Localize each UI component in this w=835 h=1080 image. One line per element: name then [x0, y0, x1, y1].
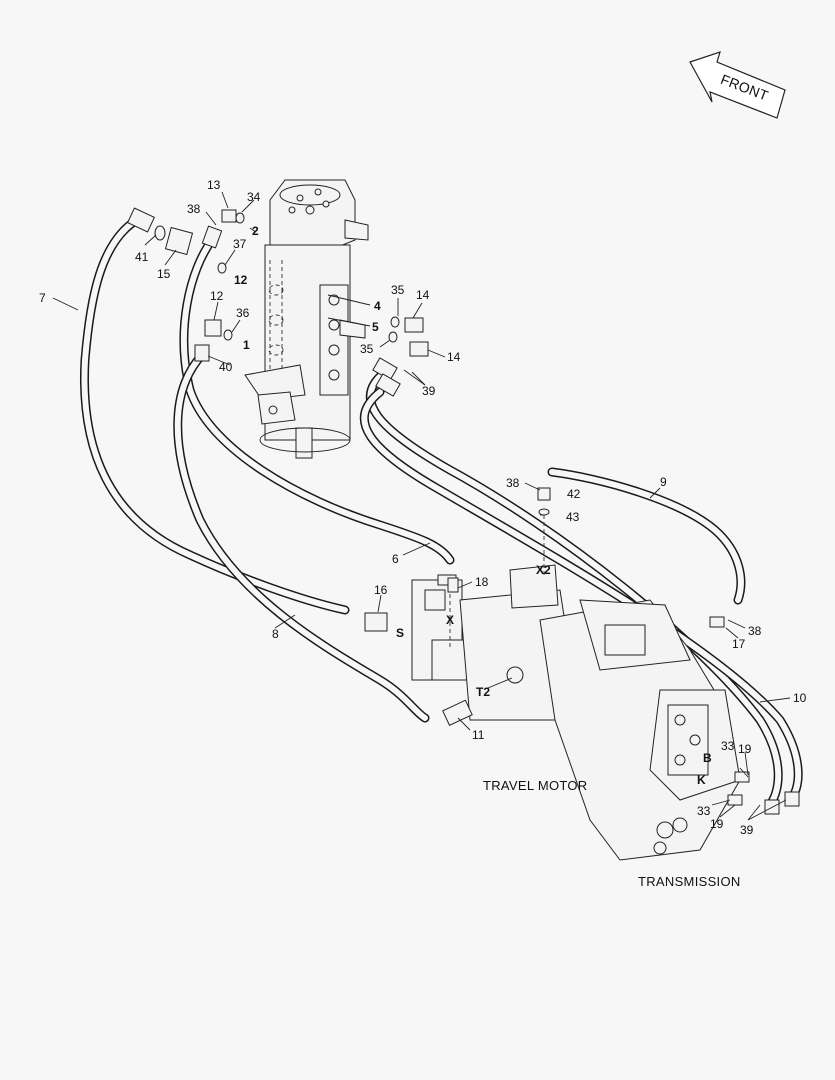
- callout-10: 10: [793, 691, 807, 705]
- callout-b: B: [703, 751, 712, 765]
- callout-19: 19: [738, 742, 752, 756]
- callout-8: 8: [272, 627, 279, 641]
- callout-1: 1: [243, 338, 250, 352]
- callout-41: 41: [135, 250, 149, 264]
- callout-11: 11: [472, 728, 485, 742]
- callout-x: X: [446, 613, 454, 627]
- callout-39: 39: [422, 384, 436, 398]
- callout-18: 18: [475, 575, 489, 589]
- callout-38: 38: [187, 202, 201, 216]
- callout-t2: T2: [476, 685, 490, 699]
- callout-14: 14: [416, 288, 430, 302]
- callout-19-lower: 19: [710, 817, 724, 831]
- callout-33-lower: 33: [697, 804, 711, 818]
- hose-10: [359, 367, 803, 810]
- callout-36: 36: [236, 306, 250, 320]
- hose-9: [547, 467, 746, 605]
- callout-s: S: [396, 626, 404, 640]
- callout-labels: 13 34 38 2 37 41 15 12 7 12 36 1 40 35 1…: [39, 178, 807, 837]
- callout-7: 7: [39, 291, 46, 305]
- callout-33: 33: [721, 739, 735, 753]
- callout-35: 35: [391, 283, 405, 297]
- callout-x2: X2: [536, 563, 551, 577]
- hose-6: [179, 235, 455, 565]
- transmission: [539, 599, 800, 861]
- leader-lines: [52, 191, 791, 821]
- callout-4: 4: [374, 299, 381, 313]
- callout-34: 34: [247, 190, 261, 204]
- callout-13: 13: [207, 178, 221, 192]
- fittings-upper: [126, 207, 429, 397]
- callout-42: 42: [567, 487, 581, 501]
- fittings-x2: [447, 487, 551, 650]
- callout-2: 2: [252, 224, 259, 238]
- callout-16: 16: [374, 583, 388, 597]
- callout-35-lower: 35: [360, 342, 374, 356]
- callout-17: 17: [732, 637, 746, 651]
- callout-43: 43: [566, 510, 580, 524]
- callout-14-lower: 14: [447, 350, 461, 364]
- front-direction-arrow: FRONT: [689, 51, 786, 119]
- callout-38-x2: 38: [506, 476, 520, 490]
- callout-5: 5: [372, 320, 379, 334]
- hose-8: [173, 350, 430, 723]
- hose-7: [79, 213, 350, 615]
- callout-40: 40: [219, 360, 233, 374]
- travel-motor-caption: TRAVEL MOTOR: [483, 778, 587, 793]
- swivel-joint: [244, 179, 369, 459]
- callout-15: 15: [157, 267, 171, 281]
- transmission-caption: TRANSMISSION: [638, 874, 741, 889]
- callout-38-right: 38: [748, 624, 762, 638]
- callout-9: 9: [660, 475, 667, 489]
- callout-6: 6: [392, 552, 399, 566]
- callout-k: K: [697, 773, 706, 787]
- callout-12-bold: 12: [234, 273, 248, 287]
- callout-39-lower: 39: [740, 823, 754, 837]
- callout-37: 37: [233, 237, 247, 251]
- callout-12: 12: [210, 289, 224, 303]
